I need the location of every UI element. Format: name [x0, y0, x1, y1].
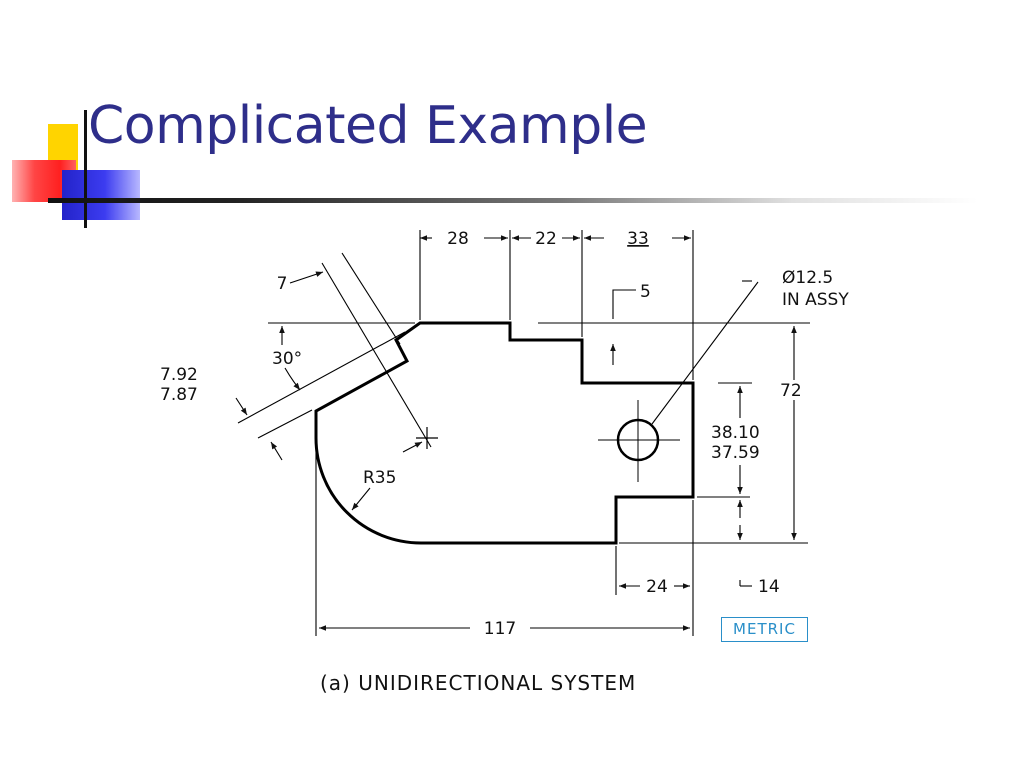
angled-ext-3	[237, 331, 406, 424]
dim-117: 117	[484, 619, 516, 639]
decor-blue-square	[62, 170, 140, 220]
decor-vertical-line	[84, 110, 87, 228]
slide-title: Complicated Example	[88, 96, 648, 156]
hole-diameter-label: Ø12.5	[782, 268, 833, 288]
metric-badge: METRIC	[721, 617, 808, 642]
hole-note-label: IN ASSY	[782, 290, 849, 310]
part-outline	[314, 321, 695, 545]
dim-tol-lower: 7.87	[160, 385, 198, 405]
dim-72: 72	[780, 381, 802, 401]
dim-tol2-lower: 37.59	[711, 443, 760, 463]
dim-angle: 30°	[272, 349, 302, 369]
dim-14: 14	[758, 577, 780, 597]
dim-5: 5	[640, 282, 651, 302]
hole-leader-line	[651, 281, 759, 425]
dim-radius: R35	[363, 468, 396, 488]
dim-7: 7	[277, 274, 288, 294]
angled-ext-4	[257, 409, 313, 439]
angled-ext-1	[321, 262, 432, 448]
leader-5	[612, 289, 636, 319]
dim-28: 28	[447, 229, 469, 249]
angled-ext-2	[341, 252, 401, 345]
dim-tol2-upper: 38.10	[711, 423, 760, 443]
decor-horizontal-rule	[48, 198, 978, 203]
dim-22: 22	[535, 229, 557, 249]
hole	[598, 400, 680, 482]
radius-center-mark	[416, 427, 438, 449]
dim-tol-upper: 7.92	[160, 365, 198, 385]
dim-33: 33	[627, 229, 649, 249]
dim-24: 24	[646, 577, 668, 597]
drawing-caption: (a) UNIDIRECTIONAL SYSTEM	[320, 671, 636, 695]
